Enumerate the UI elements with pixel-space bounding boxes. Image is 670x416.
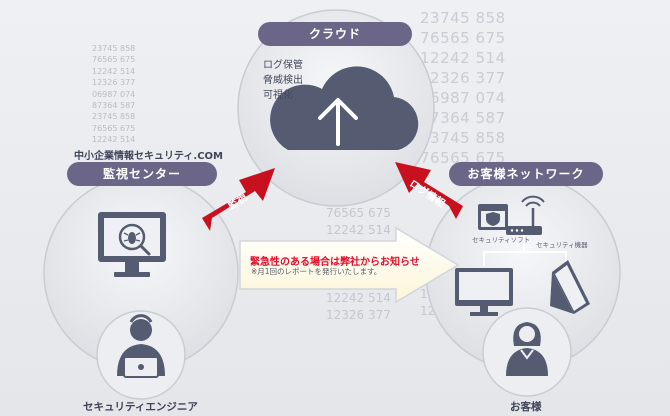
cloud-feature-item: 脅威検出 [263,75,303,86]
cloud-feature-item: 可視化 [263,90,293,101]
background-number-line: 87364 587 [92,101,136,111]
background-number-line: 76565 675 [326,206,391,220]
background-number-line: 12326 377 [326,308,391,322]
engineer-caption: セキュリティエンジニア [83,401,198,413]
background-number-line: 76565 675 [92,123,136,133]
background-number-line: 12242 514 [92,135,136,145]
engineer-icon [117,314,165,378]
notice-arrow [239,226,460,304]
background-number-line: 76565 675 [92,55,136,65]
background-number-line: 12242 514 [420,49,506,67]
cloud-feature-list: ログ保管 脅威検出 可視化 [263,58,303,103]
background-number-line: 12242 514 [92,66,136,76]
customer-network-title: お客様ネットワーク [449,162,603,186]
background-number-line: 12242 514 [326,291,391,305]
background-number-line: 23745 858 [92,112,136,122]
background-number-line: 12242 514 [326,223,391,237]
customer-icon [506,322,548,376]
background-number-line: 76565 675 [420,29,506,47]
site-name: 中小企業情報セキュリティ.COM [74,151,223,162]
notice-main-text: 緊急性のある場合は弊社からお知らせ [250,257,420,268]
background-number-line: 12326 377 [92,78,136,88]
monitoring-center-title: 監視センター [67,162,217,186]
background-number-line: 06987 074 [92,89,136,99]
cloud-feature-item: ログ保管 [263,60,303,71]
customer-caption: お客様 [510,401,542,413]
notice-sub-text: ※月1回のレポートを発行いたします。 [251,267,382,276]
monitor-bug-icon [98,212,166,277]
cloud-title: クラウド [258,22,412,46]
monitor-arrow [202,168,275,231]
log-arrow [395,162,463,219]
security-device-label: セキュリティ機器 [536,241,588,249]
background-number-line: 23745 858 [92,44,136,53]
network-diagram-icons [455,195,590,316]
background-number-line: 12326 377 [420,69,506,87]
background-number-line: 23745 858 [420,9,506,27]
security-software-label: セキュリティソフト [472,236,531,244]
cloud-upload-icon [270,66,419,150]
background-number-line: 23745 858 [420,129,506,147]
